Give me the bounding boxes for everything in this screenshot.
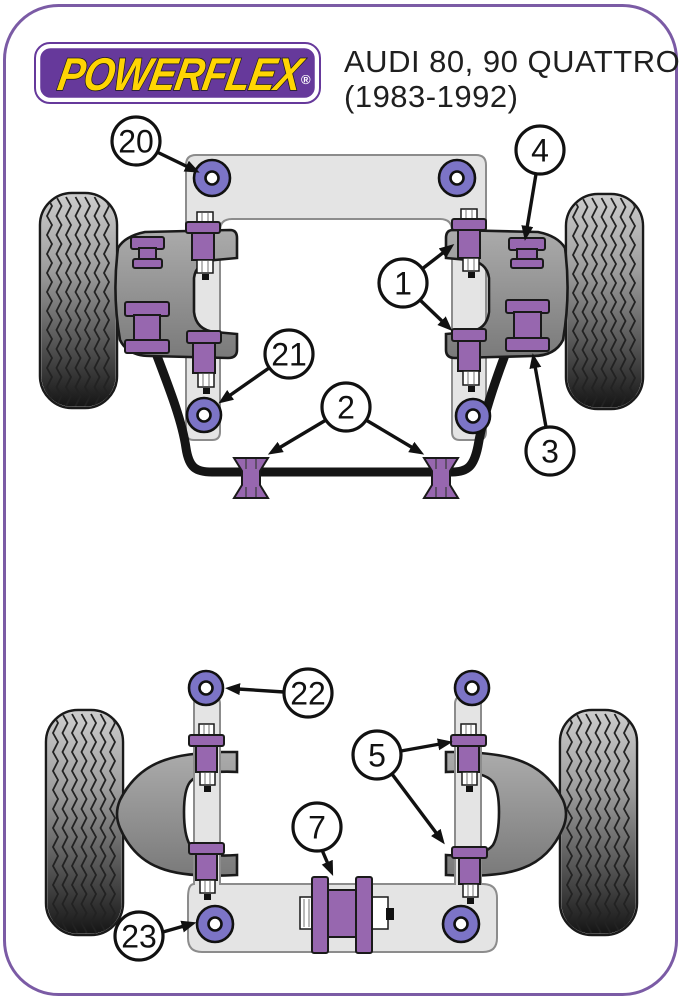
front-subframe-front-left-mount-bushing [192, 158, 232, 198]
rear-left-lower-rail-bushing [188, 842, 225, 900]
rear-right-trailing-arm [444, 750, 568, 877]
rear-right-tire [558, 708, 639, 937]
front-right-tire [564, 192, 645, 411]
header: POWERFLEX ® AUDI 80, 90 QUATTRO (1983-19… [34, 42, 680, 114]
svg-text:2: 2 [337, 390, 355, 426]
front-subframe-rear-left-mount-bushing [185, 396, 223, 434]
rear-diff-mount [299, 876, 394, 954]
svg-text:4: 4 [531, 133, 549, 169]
svg-text:23: 23 [121, 919, 157, 955]
page-border [3, 4, 678, 996]
rear-subframe-front-right-mount-bushing [453, 669, 491, 707]
svg-text:21: 21 [271, 337, 307, 373]
logo-plate [36, 44, 319, 102]
rear-suspension-diagram: 22 5 7 23 [44, 667, 639, 962]
rear-subframe-rear-right-mount-bushing [441, 904, 481, 944]
logo-wordmark: POWERFLEX [54, 48, 309, 100]
rear-left-upper-rail-bushing [188, 723, 225, 792]
svg-text:22: 22 [290, 676, 326, 712]
front-subframe-front-right-mount-bushing [437, 158, 477, 198]
svg-text:7: 7 [308, 810, 326, 846]
callout-20: 20 [110, 115, 200, 173]
rear-right-upper-rail-bushing [450, 723, 487, 792]
registered-trademark-icon: ® [301, 72, 311, 87]
front-left-upper-rail-bushing [185, 211, 221, 280]
callout-4: 4 [514, 124, 566, 241]
page-title-line2: (1983-1992) [344, 79, 518, 114]
front-left-upper-arm-bushing [130, 236, 165, 269]
front-subframe-rear-right-mount-bushing [454, 397, 492, 435]
anti-roll-bar-bush-left [232, 457, 270, 499]
callout-7: 7 [291, 801, 343, 876]
front-right-upper-rail-bushing [451, 208, 487, 278]
callout-22: 22 [225, 667, 334, 719]
rear-left-tire [44, 708, 125, 937]
svg-text:1: 1 [394, 266, 412, 302]
callout-21: 21 [218, 328, 315, 404]
powerflex-logo: POWERFLEX ® [34, 42, 321, 104]
callout-3: 3 [524, 353, 576, 477]
front-left-lower-rail-bushing [186, 330, 222, 394]
front-left-tire [38, 191, 119, 410]
front-right-lower-rail-bushing [451, 328, 487, 392]
front-right-upper-arm-bushing [508, 237, 546, 269]
svg-text:20: 20 [118, 124, 154, 160]
callout-23: 23 [113, 910, 197, 962]
rear-right-lower-rail-bushing [451, 846, 488, 904]
callout-2: 2 [267, 381, 425, 455]
rear-subframe-rear-left-mount-bushing [195, 904, 235, 944]
rear-subframe-front-left-mount-bushing [187, 669, 225, 707]
page-title-line1: AUDI 80, 90 QUATTRO [344, 44, 680, 79]
anti-roll-bar-bush-right [422, 457, 460, 499]
logo-outer-line [34, 42, 321, 104]
svg-text:5: 5 [368, 738, 386, 774]
callout-5: 5 [351, 729, 453, 845]
front-suspension-diagram: 20 4 1 21 2 3 [38, 115, 645, 499]
front-left-lower-arm-bushing [124, 301, 170, 354]
callout-1: 1 [377, 244, 455, 331]
svg-text:3: 3 [541, 434, 559, 470]
front-right-lower-arm-bushing [505, 299, 550, 352]
